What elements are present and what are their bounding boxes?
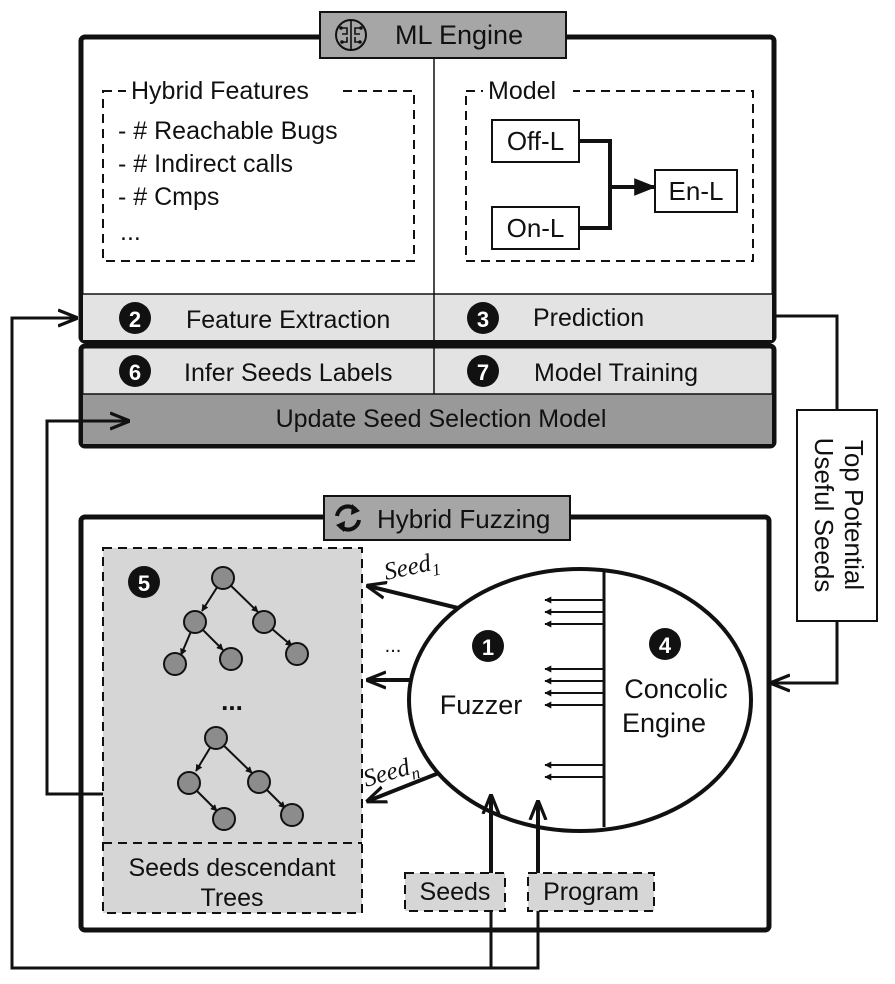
concolic-line-2: Engine xyxy=(622,708,706,738)
step-4-badge xyxy=(649,628,681,660)
label-to-concolic-arrow xyxy=(772,621,839,683)
model-label-bg xyxy=(483,76,573,106)
concolic-feedback-arrows xyxy=(544,596,604,781)
seeds-input-box xyxy=(404,872,506,912)
step-7-badge xyxy=(467,355,499,387)
step-5-number: 5 xyxy=(138,571,150,596)
program-input-label: Program xyxy=(543,878,639,906)
refresh-icon xyxy=(335,504,361,532)
model-training-label: Model Training xyxy=(534,359,698,387)
inputs-to-feature-extraction-arrow xyxy=(10,318,493,970)
step-7-number: 7 xyxy=(477,360,489,385)
infer-labels-label: Infer Seeds Labels xyxy=(184,359,392,387)
trees-caption-line-1: Seeds descendant xyxy=(128,854,335,882)
program-to-loop-connector xyxy=(491,911,540,970)
concolic-line-1: Concolic xyxy=(624,674,728,704)
seed-n-arrow xyxy=(368,767,450,801)
step-6-number: 6 xyxy=(129,360,141,385)
off-l-label: Off-L xyxy=(507,126,564,156)
trees-caption-line-2: Trees xyxy=(201,884,264,912)
model-merge-connector xyxy=(579,139,612,230)
ml-engine-title: ML Engine xyxy=(395,20,523,50)
feature-item: - # Cmps xyxy=(118,183,219,211)
step-2-number: 2 xyxy=(129,307,141,332)
training-panel: 6 Infer Seeds Labels 7 Model Training Up… xyxy=(78,343,777,449)
hybrid-fuzzing-title: Hybrid Fuzzing xyxy=(377,504,550,534)
step-1-badge xyxy=(472,630,504,662)
trees-to-update-model-arrow xyxy=(45,421,128,796)
feature-extraction-label: Feature Extraction xyxy=(186,306,390,334)
model-box xyxy=(465,90,754,262)
hybrid-fuzzing-title-tab: Hybrid Fuzzing xyxy=(323,495,571,541)
fuzzer-concolic-ellipse: 1 Fuzzer 4 Concolic Engine xyxy=(407,567,753,833)
seeds-input-label: Seeds xyxy=(420,878,491,906)
update-model-label: Update Seed Selection Model xyxy=(276,405,607,433)
feature-item: ... xyxy=(120,218,141,246)
top-seeds-line-2: Useful Seeds xyxy=(809,438,839,593)
update-model-bar xyxy=(83,394,772,444)
en-l-box xyxy=(654,169,738,213)
hybrid-features-label: Hybrid Features xyxy=(131,77,309,105)
feature-item: - # Indirect calls xyxy=(118,150,293,178)
step-2-badge xyxy=(119,302,151,334)
hybrid-fuzzing-title-box xyxy=(323,495,571,541)
en-l-label: En-L xyxy=(669,176,724,206)
hybrid-features-label-bg xyxy=(126,76,340,106)
top-seeds-line-1: Top Potential xyxy=(839,440,869,590)
off-l-box xyxy=(491,119,580,163)
feature-item: - # Reachable Bugs xyxy=(118,117,338,145)
step-5-badge xyxy=(128,566,160,598)
on-l-label: On-L xyxy=(507,213,565,243)
seed-1-arrow xyxy=(368,586,463,611)
top-seeds-label-box: Top Potential Useful Seeds xyxy=(796,409,878,622)
top-seeds-box xyxy=(796,409,878,622)
program-input-box xyxy=(527,872,655,912)
step-4-number: 4 xyxy=(659,633,672,658)
ml-engine-title-box xyxy=(319,11,567,59)
brain-icon xyxy=(335,19,367,51)
step-1-number: 1 xyxy=(482,635,494,660)
seed-tree-2 xyxy=(177,726,304,831)
fuzzer-label: Fuzzer xyxy=(440,690,523,720)
step-6-badge xyxy=(119,355,151,387)
prediction-label: Prediction xyxy=(533,304,644,332)
prediction-to-label-connector xyxy=(772,314,839,410)
hybrid-fuzzing-panel: 5 ... Seeds descendan xyxy=(78,514,772,933)
seed-mid-label: ... xyxy=(385,635,402,657)
ml-engine-panel: Hybrid Features - # Reachable Bugs - # I… xyxy=(78,34,777,344)
step-3-number: 3 xyxy=(477,307,489,332)
descendant-trees-box xyxy=(102,547,363,914)
model-label: Model xyxy=(488,77,556,105)
seed-tree-1 xyxy=(163,566,309,676)
ml-engine-title-tab: ML Engine xyxy=(319,11,567,59)
trees-ellipsis: ... xyxy=(221,686,243,716)
step-3-badge xyxy=(467,302,499,334)
